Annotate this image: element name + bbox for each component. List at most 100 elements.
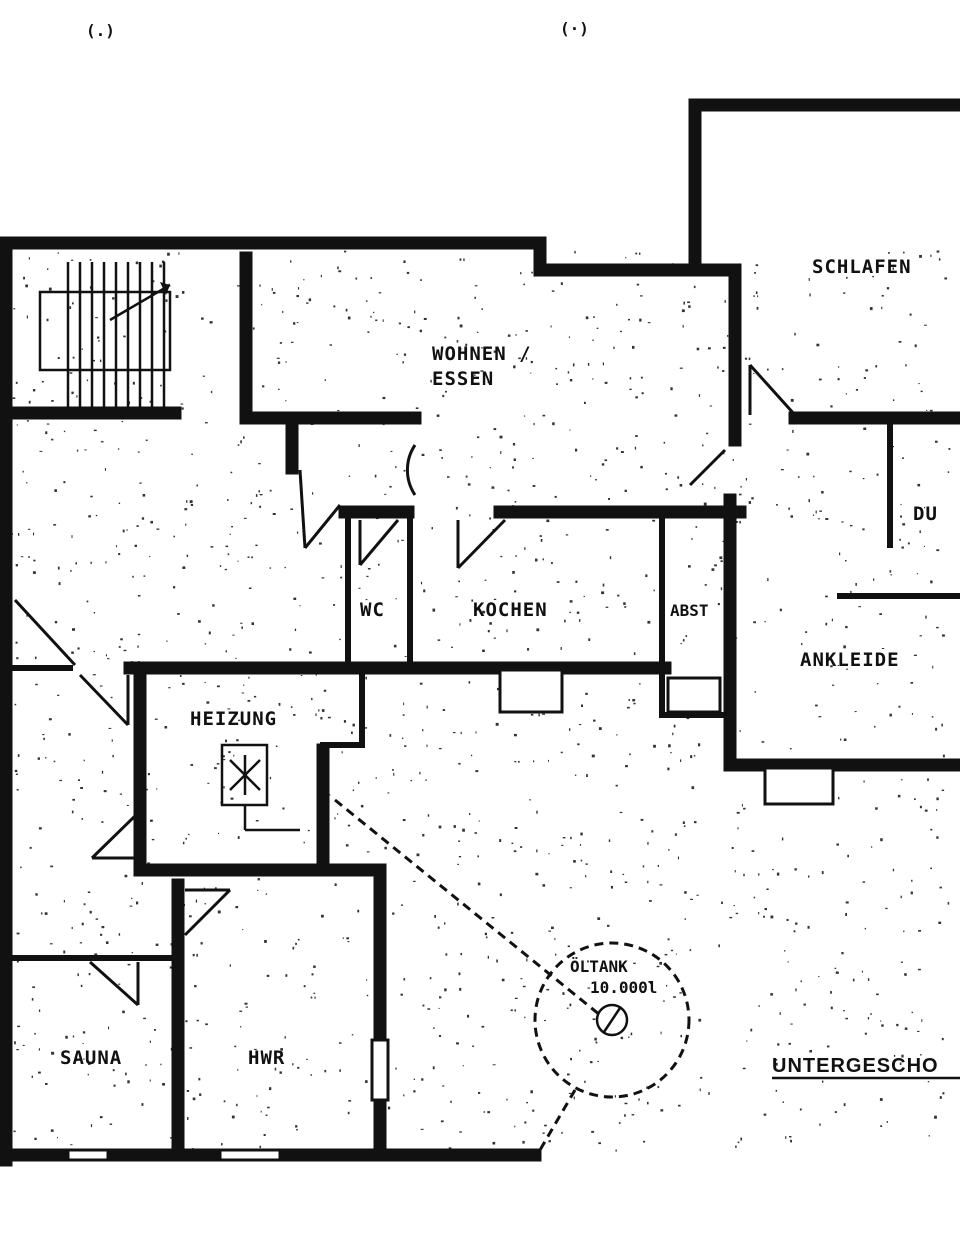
speckle bbox=[227, 499, 229, 501]
speckle bbox=[513, 458, 516, 461]
speckle bbox=[458, 347, 462, 351]
speckle bbox=[896, 1023, 899, 1027]
speckle bbox=[798, 476, 800, 478]
speckle bbox=[166, 640, 168, 642]
speckle bbox=[678, 1104, 681, 1107]
speckle bbox=[570, 1057, 572, 1061]
speckle bbox=[347, 316, 351, 320]
speckle bbox=[240, 440, 242, 444]
speckle bbox=[575, 448, 578, 452]
speckle bbox=[532, 485, 536, 487]
speckle bbox=[35, 893, 38, 896]
speckle bbox=[893, 1055, 896, 1057]
speckle bbox=[83, 759, 85, 762]
speckle bbox=[16, 959, 19, 963]
speckle bbox=[150, 819, 153, 822]
speckle bbox=[432, 608, 436, 612]
speckle bbox=[71, 651, 74, 654]
speckle bbox=[88, 515, 91, 518]
speckle bbox=[355, 277, 358, 280]
speckle bbox=[139, 482, 142, 484]
speckle bbox=[474, 296, 476, 299]
speckle bbox=[724, 300, 726, 303]
speckle bbox=[54, 489, 57, 492]
speckle bbox=[841, 952, 844, 955]
speckle bbox=[378, 563, 380, 566]
speckle bbox=[720, 587, 723, 591]
speckle bbox=[444, 922, 446, 925]
speckle bbox=[581, 704, 583, 707]
speckle bbox=[481, 308, 483, 311]
speckle bbox=[790, 515, 793, 518]
speckle bbox=[803, 1003, 806, 1006]
speckle bbox=[659, 961, 662, 965]
speckle bbox=[320, 717, 323, 720]
speckle bbox=[482, 610, 486, 614]
speckle bbox=[84, 449, 87, 451]
speckle bbox=[491, 486, 495, 489]
speckle bbox=[375, 777, 377, 779]
speckle bbox=[124, 874, 128, 878]
speckle bbox=[926, 409, 928, 411]
speckle bbox=[544, 1124, 547, 1127]
speckle bbox=[708, 1092, 710, 1095]
speckle bbox=[22, 470, 24, 473]
speckle bbox=[457, 902, 459, 906]
speckle bbox=[337, 410, 340, 412]
speckle bbox=[941, 789, 945, 791]
speckle bbox=[732, 459, 734, 461]
speckle bbox=[387, 792, 390, 794]
speckle bbox=[155, 943, 159, 946]
speckle bbox=[919, 805, 922, 809]
speckle bbox=[514, 1125, 516, 1128]
speckle bbox=[707, 347, 711, 350]
speckle bbox=[556, 383, 558, 385]
speckle bbox=[190, 504, 194, 506]
speckle bbox=[570, 836, 572, 840]
speckle bbox=[83, 903, 86, 906]
speckle bbox=[459, 1131, 462, 1133]
speckle bbox=[748, 357, 751, 361]
speckle bbox=[845, 560, 847, 562]
speckle bbox=[660, 1031, 662, 1035]
speckle bbox=[779, 1012, 781, 1015]
speckle bbox=[31, 1075, 33, 1078]
speckle bbox=[604, 459, 608, 462]
speckle bbox=[149, 400, 152, 403]
speckle bbox=[837, 378, 840, 381]
speckle bbox=[574, 250, 576, 254]
speckle bbox=[649, 981, 652, 985]
top-mark-left: (.) bbox=[86, 21, 115, 40]
speckle bbox=[584, 401, 586, 404]
speckle bbox=[628, 318, 630, 321]
speckle bbox=[229, 533, 231, 535]
speckle bbox=[98, 340, 100, 342]
speckle bbox=[334, 883, 337, 886]
speckle bbox=[818, 378, 822, 381]
speckle bbox=[568, 336, 570, 338]
speckle bbox=[585, 875, 587, 878]
speckle bbox=[182, 566, 186, 569]
speckle bbox=[459, 258, 462, 261]
speckle bbox=[477, 607, 480, 611]
speckle bbox=[667, 938, 670, 941]
speckle bbox=[173, 586, 176, 589]
speckle bbox=[42, 734, 45, 736]
room-du: DU bbox=[913, 503, 938, 525]
speckle bbox=[538, 713, 540, 717]
speckle bbox=[754, 272, 756, 274]
speckle bbox=[238, 719, 241, 722]
speckle bbox=[677, 856, 679, 860]
speckle bbox=[365, 1080, 368, 1083]
speckle bbox=[396, 353, 398, 355]
speckle bbox=[880, 1125, 883, 1127]
speckle bbox=[843, 738, 847, 741]
speckle bbox=[467, 1014, 470, 1018]
speckle bbox=[936, 626, 939, 629]
speckle bbox=[80, 787, 83, 789]
speckle bbox=[87, 891, 91, 893]
speckle bbox=[702, 483, 704, 485]
speckle bbox=[668, 744, 671, 748]
speckle bbox=[72, 1035, 75, 1038]
speckle bbox=[382, 319, 384, 322]
